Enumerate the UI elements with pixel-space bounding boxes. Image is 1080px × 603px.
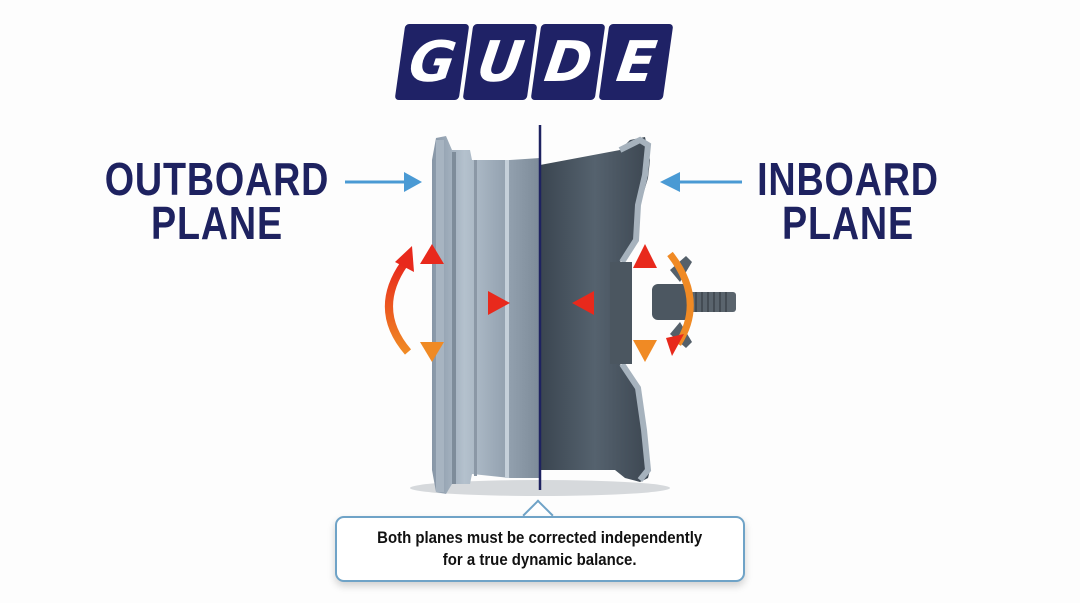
inboard-motion-arrows (572, 244, 694, 362)
outboard-label-line1: OUTBOARD (104, 153, 330, 205)
callout-box: Both planes must be corrected independen… (335, 516, 745, 582)
inboard-pointer-arrow (660, 172, 742, 192)
hub-shaft (652, 284, 690, 320)
outboard-motion-arrows (384, 244, 510, 362)
inboard-rim-section (540, 136, 736, 482)
inboard-label-line1: INBOARD (757, 153, 939, 205)
threaded-bolt (690, 292, 736, 312)
outboard-label-line2: PLANE (151, 197, 283, 249)
outboard-rim (432, 136, 540, 494)
inboard-label-line2: PLANE (782, 197, 914, 249)
outboard-pointer-arrow (345, 172, 422, 192)
inboard-plane-label: INBOARD PLANE (741, 153, 954, 249)
callout-line1: Both planes must be corrected independen… (377, 528, 703, 547)
outboard-plane-label: OUTBOARD PLANE (98, 153, 336, 249)
callout-line2: for a true dynamic balance. (443, 550, 637, 569)
